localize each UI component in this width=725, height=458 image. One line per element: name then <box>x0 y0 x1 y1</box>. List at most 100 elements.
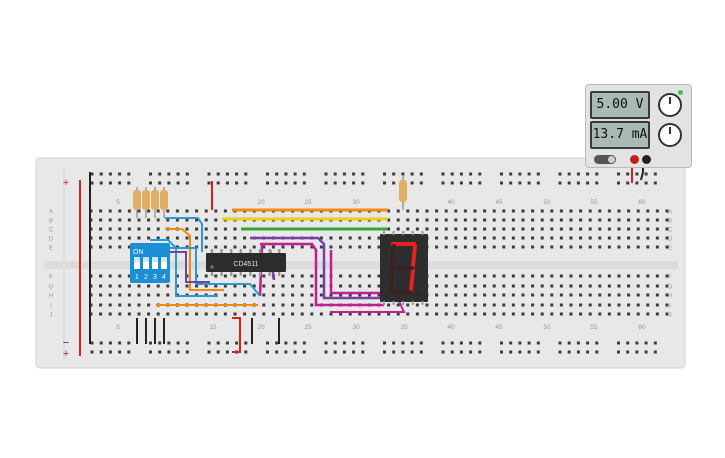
rail-hole[interactable] <box>459 341 463 345</box>
resistor-1[interactable] <box>133 190 141 210</box>
hole[interactable] <box>444 236 448 240</box>
hole[interactable] <box>358 236 362 240</box>
hole[interactable] <box>147 293 151 297</box>
hole[interactable] <box>310 293 314 297</box>
rail-hole[interactable] <box>244 181 248 185</box>
hole[interactable] <box>99 209 103 213</box>
hole[interactable] <box>655 236 659 240</box>
hole[interactable] <box>454 293 458 297</box>
hole[interactable] <box>588 274 592 278</box>
rail-hole[interactable] <box>167 172 171 176</box>
hole[interactable] <box>483 284 487 288</box>
hole[interactable] <box>262 284 266 288</box>
hole[interactable] <box>435 274 439 278</box>
hole[interactable] <box>473 227 477 231</box>
hole[interactable] <box>511 245 515 249</box>
rail-hole[interactable] <box>108 172 112 176</box>
hole[interactable] <box>377 236 381 240</box>
hole[interactable] <box>607 236 611 240</box>
hole[interactable] <box>204 312 208 316</box>
hole[interactable] <box>665 218 669 222</box>
rail-hole[interactable] <box>275 341 279 345</box>
hole[interactable] <box>271 303 275 307</box>
hole[interactable] <box>646 293 650 297</box>
rail-hole[interactable] <box>410 172 414 176</box>
hole[interactable] <box>99 218 103 222</box>
resistor-4[interactable] <box>160 190 168 210</box>
hole[interactable] <box>521 209 525 213</box>
hole[interactable] <box>521 303 525 307</box>
hole[interactable] <box>473 209 477 213</box>
rail-hole[interactable] <box>586 350 590 354</box>
hole[interactable] <box>262 293 266 297</box>
rail-hole[interactable] <box>500 172 503 176</box>
rail-hole[interactable] <box>225 350 229 354</box>
hole[interactable] <box>147 236 151 240</box>
rail-hole[interactable] <box>478 181 482 185</box>
hole[interactable] <box>118 236 122 240</box>
hole[interactable] <box>166 312 170 316</box>
hole[interactable] <box>569 303 573 307</box>
rail-hole[interactable] <box>293 172 297 176</box>
rail-hole[interactable] <box>527 350 531 354</box>
rail-hole[interactable] <box>586 341 590 345</box>
hole[interactable] <box>531 312 535 316</box>
hole[interactable] <box>483 227 487 231</box>
rail-hole[interactable] <box>284 341 288 345</box>
hole[interactable] <box>99 236 103 240</box>
rail-hole[interactable] <box>567 172 571 176</box>
rail-hole[interactable] <box>567 350 571 354</box>
rail-hole[interactable] <box>235 181 239 185</box>
wire-blue-resistor[interactable] <box>165 217 203 252</box>
rail-hole[interactable] <box>595 172 599 176</box>
hole[interactable] <box>310 284 314 288</box>
rail-hole[interactable] <box>644 181 648 185</box>
hole[interactable] <box>540 312 544 316</box>
hole[interactable] <box>108 245 112 249</box>
negative-terminal[interactable] <box>642 155 651 164</box>
hole[interactable] <box>127 245 131 249</box>
hole[interactable] <box>166 236 170 240</box>
hole[interactable] <box>598 245 602 249</box>
hole[interactable] <box>291 245 295 249</box>
hole[interactable] <box>473 236 477 240</box>
hole[interactable] <box>559 284 563 288</box>
hole[interactable] <box>281 312 285 316</box>
rail-hole[interactable] <box>509 172 513 176</box>
hole[interactable] <box>291 312 295 316</box>
rail-hole[interactable] <box>478 350 482 354</box>
rail-hole[interactable] <box>586 172 590 176</box>
rail-hole[interactable] <box>90 172 94 176</box>
hole[interactable] <box>588 284 592 288</box>
hole[interactable] <box>223 312 227 316</box>
hole[interactable] <box>137 236 141 240</box>
rail-hole[interactable] <box>185 350 189 354</box>
hole[interactable] <box>444 227 448 231</box>
rail-hole[interactable] <box>558 172 562 176</box>
hole[interactable] <box>502 209 506 213</box>
hole[interactable] <box>550 274 554 278</box>
hole[interactable] <box>444 274 448 278</box>
hole[interactable] <box>185 312 189 316</box>
hole[interactable] <box>531 284 535 288</box>
hole[interactable] <box>444 293 448 297</box>
rail-hole[interactable] <box>617 350 620 354</box>
hole[interactable] <box>607 293 611 297</box>
hole[interactable] <box>329 293 333 297</box>
hole[interactable] <box>579 227 583 231</box>
hole[interactable] <box>550 209 554 213</box>
hole[interactable] <box>665 245 669 249</box>
hole[interactable] <box>540 274 544 278</box>
hole[interactable] <box>185 284 189 288</box>
hole[interactable] <box>99 312 103 316</box>
hole[interactable] <box>358 245 362 249</box>
hole[interactable] <box>108 236 112 240</box>
rail-hole[interactable] <box>626 341 630 345</box>
hole[interactable] <box>329 245 333 249</box>
hole[interactable] <box>377 274 381 278</box>
hole[interactable] <box>627 236 631 240</box>
hole[interactable] <box>617 209 621 213</box>
hole[interactable] <box>454 236 458 240</box>
hole[interactable] <box>252 312 256 316</box>
hole[interactable] <box>108 218 112 222</box>
